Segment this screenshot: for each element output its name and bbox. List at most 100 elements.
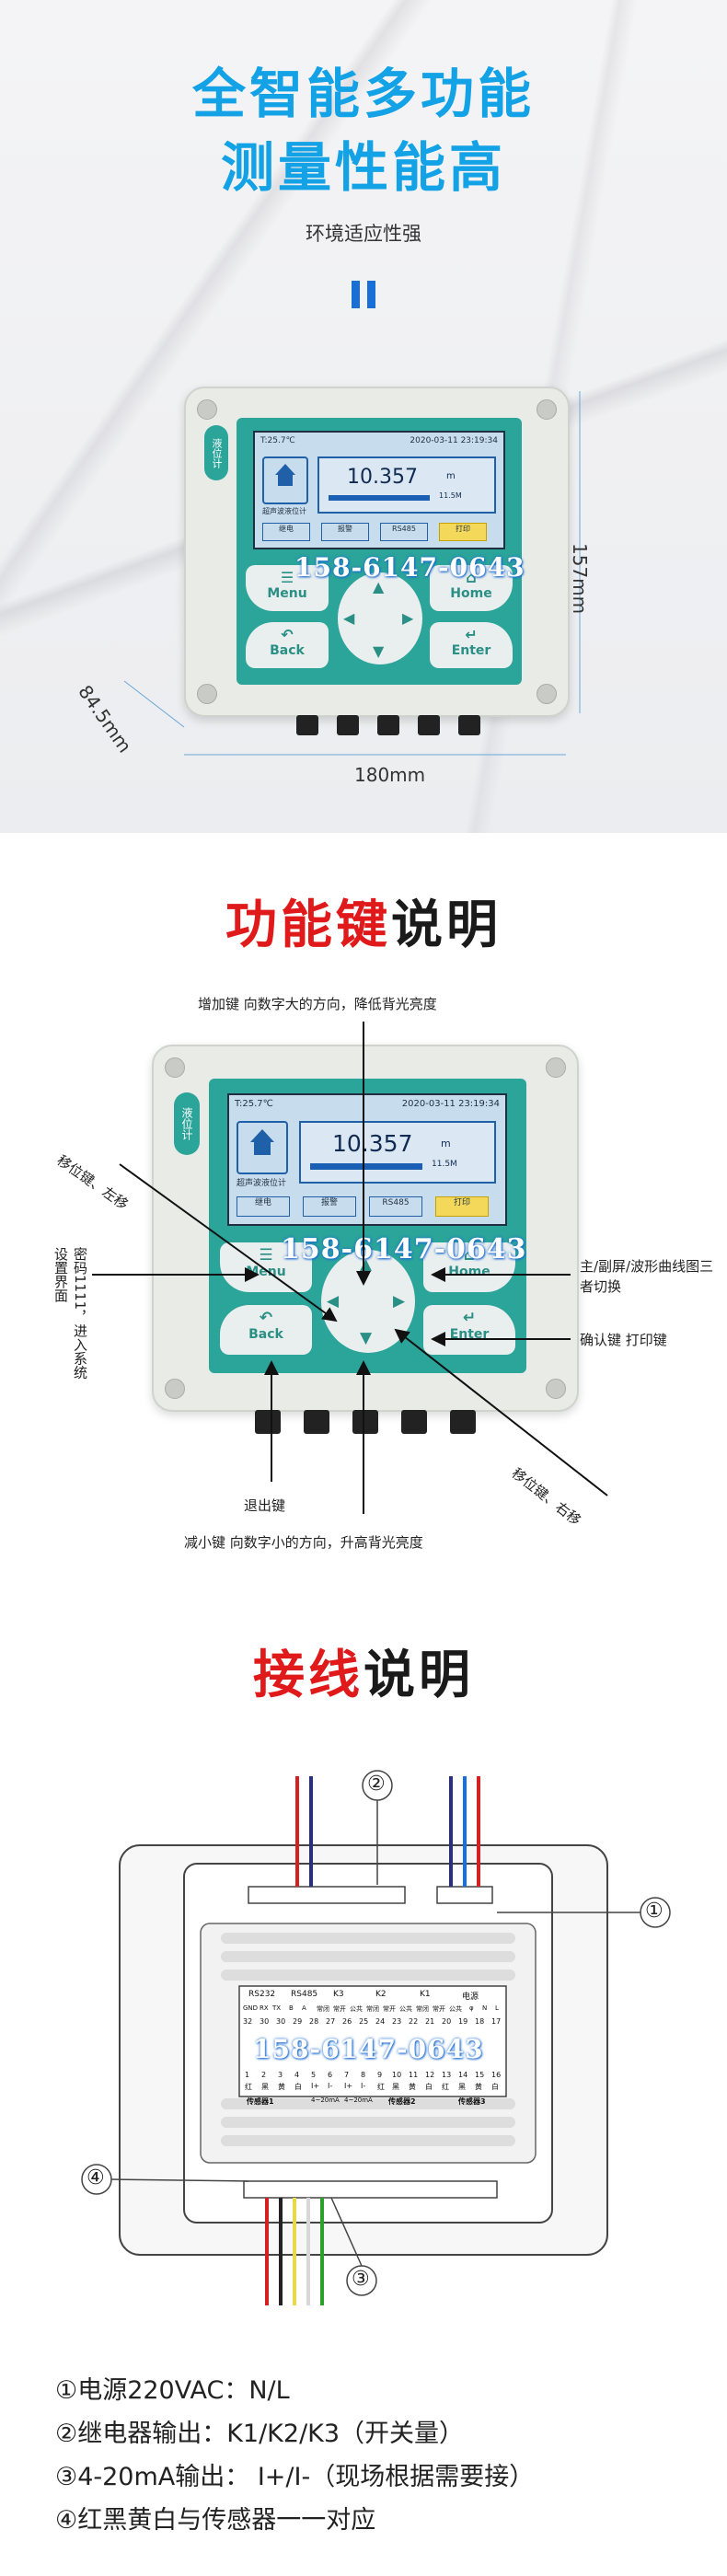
enter-button[interactable]: ↵Enter	[430, 622, 513, 668]
header-power: 电源	[462, 1993, 479, 2002]
pin-label: 公共	[449, 2005, 462, 2013]
lcd-home-caption: 超声波液位计	[237, 1179, 287, 1188]
wire-color-label: 白	[425, 2083, 433, 2091]
terminal-number: 24	[375, 2017, 386, 2026]
device-side-label: 液位计	[204, 425, 228, 480]
wire-color-label: I+	[344, 2082, 353, 2090]
wire-color-label: 黑	[392, 2083, 399, 2091]
home-label: Home	[450, 586, 492, 601]
terminal-number: 28	[309, 2017, 319, 2026]
sensor-label: 传感器2	[388, 2097, 416, 2106]
annotation-up-key: 增加键 向数字大的方向，降低背光亮度	[198, 996, 437, 1012]
lcd-tab: 继电	[237, 1196, 290, 1217]
lcd-status-temp: T:25.7℃	[260, 436, 295, 445]
pin-label: N	[482, 2004, 488, 2012]
screw-icon	[197, 399, 217, 420]
terminal-number: 18	[475, 2017, 485, 2026]
terminal-number: 16	[491, 2071, 502, 2079]
terminal-number: 7	[344, 2071, 350, 2079]
direction-pad[interactable]: ▲ ▼ ◀ ▶	[338, 572, 422, 664]
terminal-number: 30	[276, 2017, 286, 2026]
header-rs232: RS232	[248, 1990, 276, 1999]
marker-3: ③	[352, 2268, 370, 2291]
pin-label: TX	[272, 2004, 282, 2012]
annotation-menu-key: 密码1111，进入系统设置界面	[52, 1247, 88, 1380]
terminal-number: 27	[326, 2017, 336, 2026]
terminal-number: 9	[377, 2071, 383, 2079]
sensor-label: 传感器3	[458, 2097, 486, 2106]
wire-color-label: 黑	[261, 2083, 269, 2091]
pin-label: 常闭	[416, 2005, 429, 2013]
right-arrow-icon[interactable]: ▶	[402, 609, 414, 627]
wire-color-label: 白	[491, 2083, 499, 2091]
dimension-lines	[123, 391, 581, 756]
terminal-number: 11	[409, 2071, 419, 2079]
terminal-number: 23	[392, 2017, 402, 2026]
terminal-number: 21	[425, 2017, 435, 2026]
down-arrow-icon[interactable]: ▼	[373, 642, 385, 660]
back-button[interactable]: ↶Back	[246, 622, 329, 668]
menu-button[interactable]: ☰Menu	[246, 565, 329, 611]
terminal-number: 3	[278, 2071, 283, 2079]
left-arrow-icon[interactable]: ◀	[343, 609, 355, 627]
lcd-home-icon	[262, 456, 308, 504]
wiring-title-red: 接线	[253, 1646, 364, 1705]
pin-label: 常闭	[366, 2005, 379, 2013]
pin-label: 公共	[399, 2005, 412, 2013]
pin-label: 常闭	[317, 2005, 329, 2013]
lcd-tab: 继电	[262, 523, 310, 541]
wire-color-label: 黄	[278, 2083, 285, 2091]
wiring-title-black: 说明	[364, 1646, 474, 1705]
wire-color-label: 红	[377, 2083, 385, 2091]
phone-watermark: 158-6147-0643	[253, 2034, 484, 2064]
lcd-reading-unit: m	[441, 1138, 451, 1149]
lcd-range: 11.5M	[432, 1160, 457, 1169]
menu-button[interactable]: ☰Menu	[220, 1242, 312, 1292]
legend-sensor: ④红黑黄白与传感器一一对应	[55, 2506, 376, 2535]
home-button[interactable]: ⌂Home	[430, 565, 513, 611]
wire-color-label: I+	[311, 2082, 320, 2090]
terminal-number: 32	[243, 2017, 253, 2026]
left-arrow-icon[interactable]: ◀	[327, 1292, 340, 1311]
annotation-home-key: 主/副屏/波形曲线图三者切换	[580, 1258, 714, 1295]
terminal-number: 15	[475, 2071, 485, 2079]
screw-icon	[546, 1379, 566, 1399]
terminal-number: 13	[442, 2071, 452, 2079]
pin-label: 常开	[383, 2005, 396, 2013]
screw-icon	[165, 1379, 185, 1399]
marker-1: ①	[645, 1900, 664, 1923]
lcd-tab: RS485	[369, 1196, 422, 1217]
header-rs485: RS485	[291, 1990, 318, 1999]
lcd-tab: 打印	[439, 523, 487, 541]
terminal-number: 2	[261, 2071, 267, 2079]
terminal-number: 12	[425, 2071, 435, 2079]
pause-bars-icon	[348, 281, 379, 308]
lcd-tab: 打印	[435, 1196, 489, 1217]
sensor-label: 4~20mA	[344, 2097, 373, 2104]
hero-device: 液位计 T:25.7℃ 2020-03-11 23:19:34 超声波液位计 1…	[184, 387, 570, 735]
pin-label: φ	[469, 2004, 474, 2012]
terminal-number: 4	[294, 2071, 300, 2079]
terminal-number: 19	[458, 2017, 468, 2026]
marker-2: ②	[367, 1773, 386, 1796]
up-arrow-icon[interactable]: ▲	[373, 578, 385, 595]
menu-label: Menu	[267, 586, 307, 601]
lcd-reading-box: 10.357 m 11.5M	[299, 1121, 496, 1184]
width-dimension: 180mm	[354, 764, 426, 786]
back-label: Back	[248, 1327, 283, 1342]
back-button[interactable]: ↶Back	[220, 1305, 312, 1355]
wire-color-label: 白	[294, 2083, 302, 2091]
screw-icon	[537, 399, 557, 420]
lcd-status-temp: T:25.7℃	[235, 1099, 273, 1109]
pin-label: L	[495, 2004, 499, 2012]
pin-label: GND	[243, 2004, 259, 2012]
lcd-tab: RS485	[380, 523, 428, 541]
legend-power: ①电源220VAC：N/L	[55, 2376, 290, 2405]
lcd-reading-box: 10.357 m 11.5M	[317, 456, 496, 514]
lcd-status-time: 2020-03-11 23:19:34	[401, 1099, 500, 1109]
terminal-number: 8	[361, 2071, 366, 2079]
right-arrow-icon[interactable]: ▶	[393, 1292, 406, 1311]
terminal-number: 29	[293, 2017, 303, 2026]
down-arrow-icon[interactable]: ▼	[360, 1329, 373, 1347]
terminal-number: 26	[342, 2017, 352, 2026]
